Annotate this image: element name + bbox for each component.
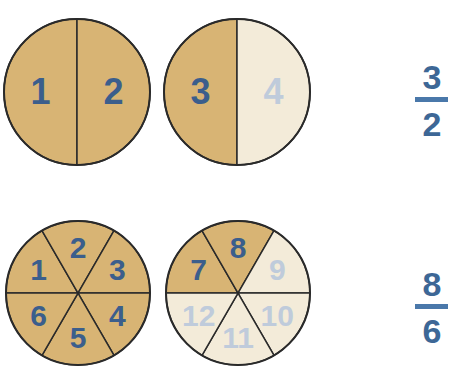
pie-slice	[164, 19, 237, 165]
slice-number: 2	[103, 74, 123, 110]
fraction-pie: 12	[2, 17, 152, 167]
slice-number: 9	[269, 255, 286, 285]
pie-slice	[4, 19, 77, 165]
fraction-numerator: 3	[423, 60, 442, 94]
pie-slice	[237, 19, 310, 165]
pie-slice	[78, 231, 150, 293]
pie-graphic	[162, 17, 312, 167]
slice-number: 11	[222, 323, 254, 353]
slice-number: 3	[109, 255, 126, 285]
slice-number: 2	[70, 233, 87, 263]
slice-number: 5	[70, 323, 87, 353]
fraction-pie: 34	[162, 17, 312, 167]
slice-number: 4	[263, 74, 283, 110]
pie-outline	[4, 19, 150, 165]
slice-number: 10	[261, 301, 294, 331]
pie-graphic	[2, 17, 152, 167]
pie-slice	[238, 231, 310, 293]
slice-number: 7	[190, 255, 207, 285]
slice-number: 8	[230, 233, 247, 263]
fraction-denominator: 6	[423, 314, 442, 348]
pie-outline	[164, 19, 310, 165]
slice-number: 1	[30, 74, 50, 110]
fraction-numerator: 8	[423, 267, 442, 301]
slice-number: 12	[182, 301, 215, 331]
pie-outline	[166, 221, 310, 365]
pie-slice	[77, 19, 150, 165]
fraction-denominator: 2	[423, 107, 442, 141]
fraction-bar	[415, 304, 448, 309]
slice-number: 6	[30, 301, 47, 331]
pie-slice	[6, 293, 78, 355]
slice-number: 1	[30, 255, 47, 285]
slice-number: 4	[109, 301, 126, 331]
pie-outline	[6, 221, 150, 365]
fraction-pie: 789 101112	[164, 219, 312, 367]
slice-number: 3	[190, 74, 210, 110]
fraction-pie: 123 456	[4, 219, 152, 367]
fraction-bar	[415, 97, 448, 102]
